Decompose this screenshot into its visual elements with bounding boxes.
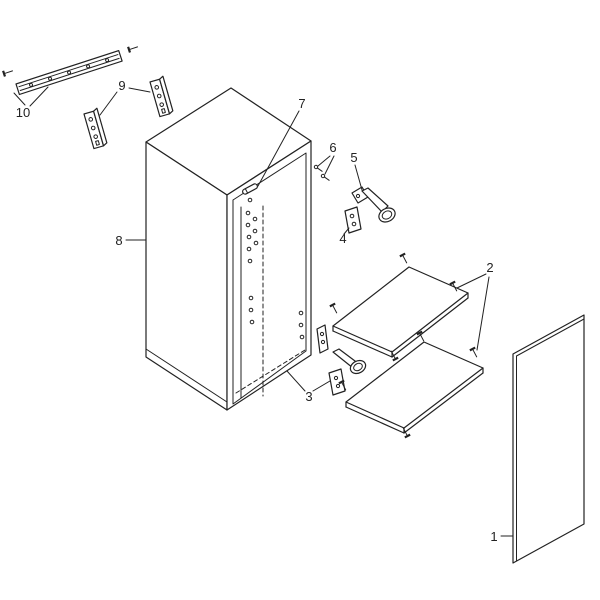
callout-label-2: 2 — [486, 260, 493, 275]
door-panel — [512, 314, 585, 564]
callout-label-4: 4 — [339, 231, 346, 246]
leader-line — [476, 276, 490, 351]
hinge-mounting-plate — [344, 206, 362, 234]
cabinet-front-opening — [226, 140, 312, 411]
leader-line — [312, 380, 331, 392]
lower-shelf — [337, 330, 484, 439]
cabinet-base-line — [145, 348, 228, 403]
hinge-pins — [313, 155, 335, 183]
screw-icon — [126, 43, 139, 54]
hinge-arm — [361, 187, 389, 213]
shelf-pin-holes — [245, 197, 305, 340]
hinge — [351, 186, 396, 223]
hinge-strip — [316, 324, 329, 354]
left-mounting-bracket — [83, 107, 108, 150]
leader-line — [286, 370, 306, 392]
leader-line — [257, 110, 300, 187]
leader-line — [317, 155, 331, 167]
leader-line — [29, 86, 49, 107]
right-mounting-bracket — [149, 75, 174, 118]
callout-label-6: 6 — [329, 140, 336, 155]
upper-shelf — [328, 252, 469, 362]
leader-line — [343, 227, 350, 235]
callout-label-5: 5 — [350, 150, 357, 165]
cabinet-body — [145, 87, 312, 411]
slide-rail — [1, 43, 139, 107]
cabinet-opening-inner-frame — [232, 152, 307, 405]
leader-line — [99, 91, 118, 116]
shelf-pin-dowel — [242, 183, 258, 195]
screw-icon — [1, 67, 14, 78]
callout-label-8: 8 — [115, 233, 122, 248]
callout-label-10: 10 — [16, 105, 30, 120]
screw-icon — [468, 346, 480, 359]
leader-line — [354, 164, 363, 191]
leader-line — [324, 155, 335, 175]
leader-line — [128, 87, 151, 93]
leader-line — [13, 92, 26, 106]
callout-label-7: 7 — [298, 96, 305, 111]
hinge-plate — [328, 368, 346, 396]
lower-hinge-set — [286, 324, 367, 396]
callout-label-3: 3 — [305, 389, 312, 404]
callout-label-9: 9 — [118, 78, 125, 93]
screw-icon — [398, 252, 410, 265]
pin-icon — [320, 173, 331, 183]
callout-label-1: 1 — [490, 529, 497, 544]
leader-line — [456, 273, 487, 289]
hidden-edge — [235, 349, 306, 394]
screw-icon — [328, 302, 340, 315]
